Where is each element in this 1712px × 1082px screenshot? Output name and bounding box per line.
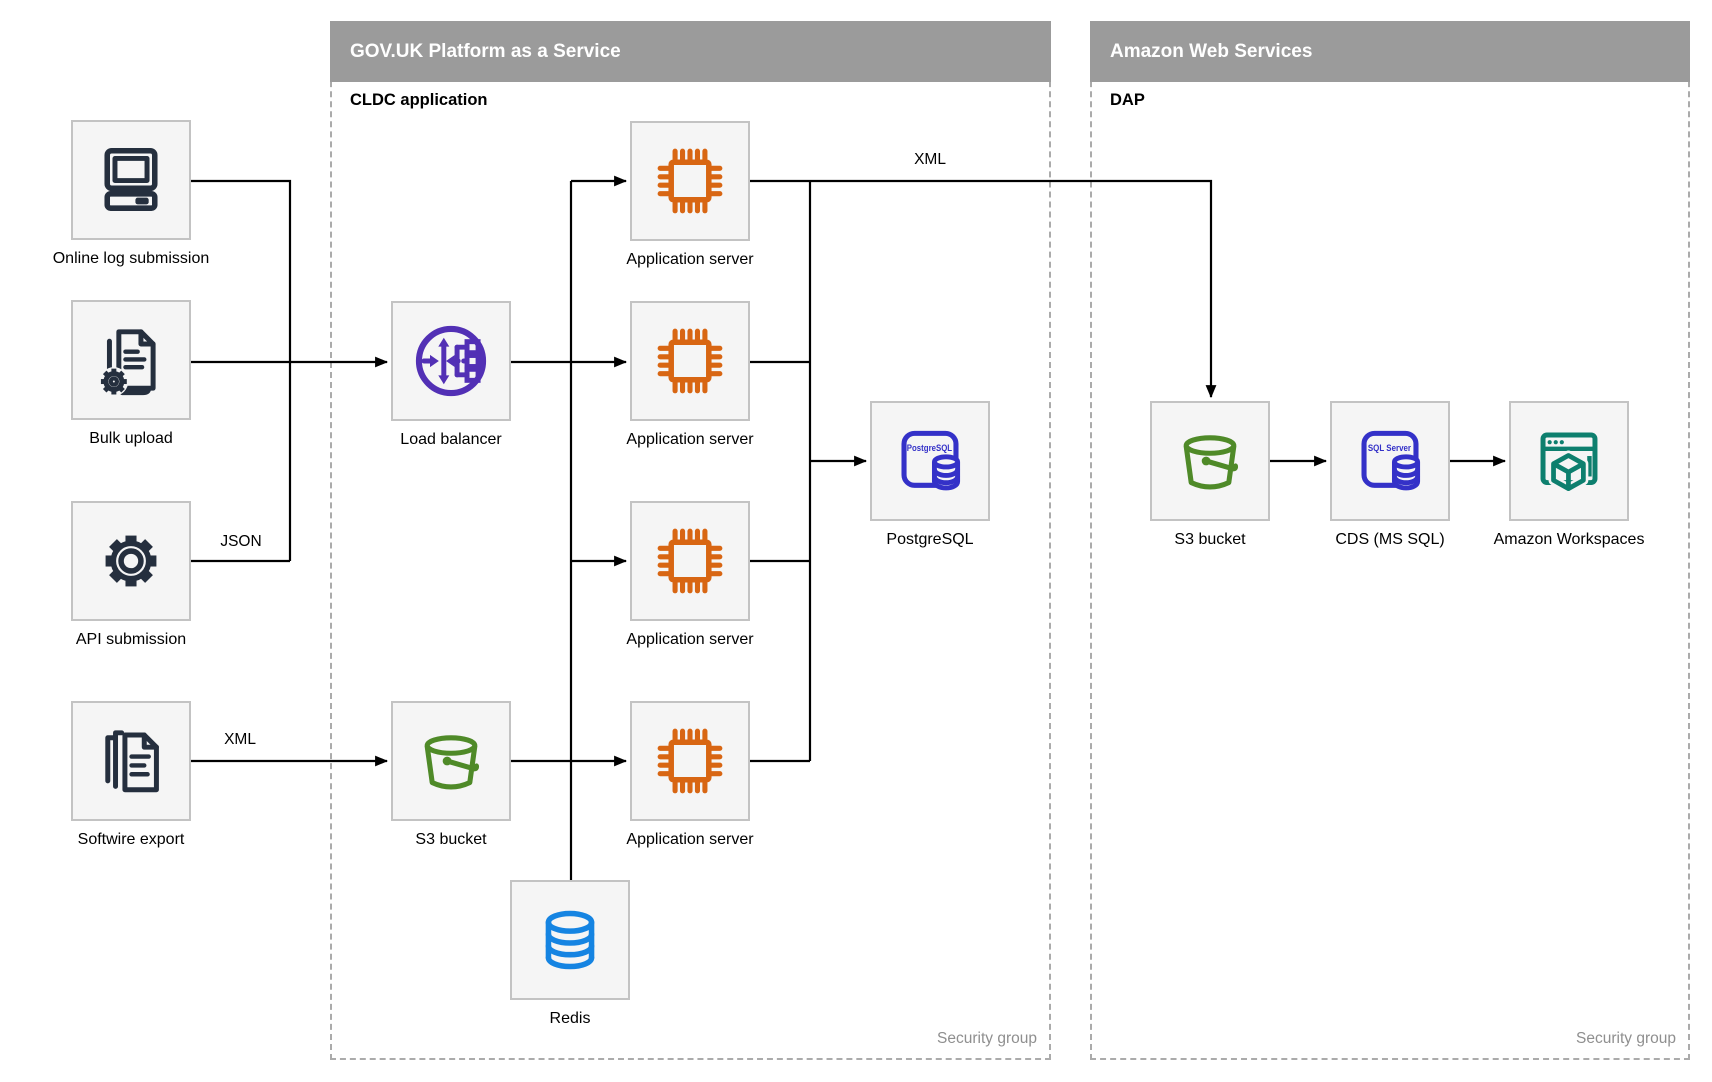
node-label: API submission [75, 631, 187, 648]
node-application-server-1: Application server [626, 121, 754, 268]
node-box [630, 501, 750, 621]
node-amazon-workspaces: Amazon Workspaces [1494, 401, 1644, 548]
container-aws: Amazon Web Services DAP Security group [1090, 21, 1690, 1060]
node-redis: Redis [510, 880, 630, 1027]
node-bulk-upload: Bulk upload [71, 300, 191, 447]
gear-icon [89, 519, 173, 603]
container-aws-header: Amazon Web Services [1090, 21, 1690, 82]
node-box [630, 701, 750, 821]
postgresql-database-icon: PostgreSQL [901, 430, 961, 491]
edge-label-xml-softwire: XML [224, 731, 256, 748]
container-govuk-sublabel: CLDC application [350, 91, 488, 109]
node-s3-bucket-paas: S3 bucket [391, 701, 511, 848]
node-label: Application server [626, 431, 754, 448]
node-label: S3 bucket [1174, 531, 1246, 548]
sql-server-icon-text: SQL Server [1368, 443, 1411, 454]
node-application-server-4: Application server [626, 701, 754, 848]
node-application-server-2: Application server [626, 301, 754, 448]
node-label: Bulk upload [89, 430, 173, 447]
node-label: Application server [626, 251, 754, 268]
load-balancer-icon [409, 319, 493, 403]
node-label: CDS (MS SQL) [1335, 531, 1445, 548]
node-box [71, 701, 191, 821]
node-s3-bucket-dap: S3 bucket [1150, 401, 1270, 548]
container-aws-sublabel: DAP [1110, 91, 1145, 109]
server-chip-icon [648, 719, 732, 803]
security-group-label: Security group [937, 1030, 1037, 1047]
server-chip-icon [648, 319, 732, 403]
edge-app1-xml-to-s3dap [750, 179, 1217, 399]
node-application-server-3: Application server [626, 501, 754, 648]
node-box [510, 880, 630, 1000]
container-govuk-paas: GOV.UK Platform as a Service CLDC applic… [330, 21, 1051, 1060]
node-label: PostgreSQL [886, 531, 974, 548]
node-label: S3 bucket [415, 831, 487, 848]
node-api-submission: API submission [71, 501, 191, 648]
sql-server-database-icon: SQL Server [1361, 430, 1421, 491]
container-govuk-header: GOV.UK Platform as a Service [330, 21, 1051, 82]
node-label: Application server [626, 631, 754, 648]
node-box [71, 120, 191, 240]
node-label: Online log submission [52, 250, 210, 267]
node-box [391, 701, 511, 821]
node-box [630, 121, 750, 241]
node-box [71, 501, 191, 621]
document-stack-icon [89, 719, 173, 803]
node-load-balancer: Load balancer [391, 301, 511, 448]
node-box [1509, 401, 1629, 521]
security-group-label: Security group [1576, 1030, 1676, 1047]
desktop-computer-icon [89, 138, 173, 222]
node-cds-ms-sql: SQL Server CDS (MS SQL) [1330, 401, 1450, 548]
node-label: Redis [549, 1010, 591, 1027]
amazon-workspaces-icon [1527, 419, 1611, 503]
s3-bucket-icon [1168, 419, 1252, 503]
edge-online-log-merge [191, 179, 292, 561]
postgresql-icon-text: PostgreSQL [907, 443, 952, 454]
node-softwire-export: Softwire export [71, 701, 191, 848]
node-box [391, 301, 511, 421]
redis-database-icon [528, 898, 612, 982]
node-label: Softwire export [77, 831, 185, 848]
node-box [1150, 401, 1270, 521]
node-label: Load balancer [400, 431, 502, 448]
node-box: PostgreSQL [870, 401, 990, 521]
server-chip-icon [648, 139, 732, 223]
s3-bucket-icon [409, 719, 493, 803]
server-chip-icon [648, 519, 732, 603]
node-box [71, 300, 191, 420]
node-box: SQL Server [1330, 401, 1450, 521]
node-online-log-submission: Online log submission [53, 120, 209, 267]
documents-gear-icon [89, 318, 173, 402]
edge-label-json: JSON [220, 533, 262, 550]
node-label: Amazon Workspaces [1493, 531, 1645, 548]
edge-label-xml-app: XML [914, 151, 946, 168]
node-postgresql: PostgreSQL PostgreSQL [870, 401, 990, 548]
node-box [630, 301, 750, 421]
node-label: Application server [626, 831, 754, 848]
